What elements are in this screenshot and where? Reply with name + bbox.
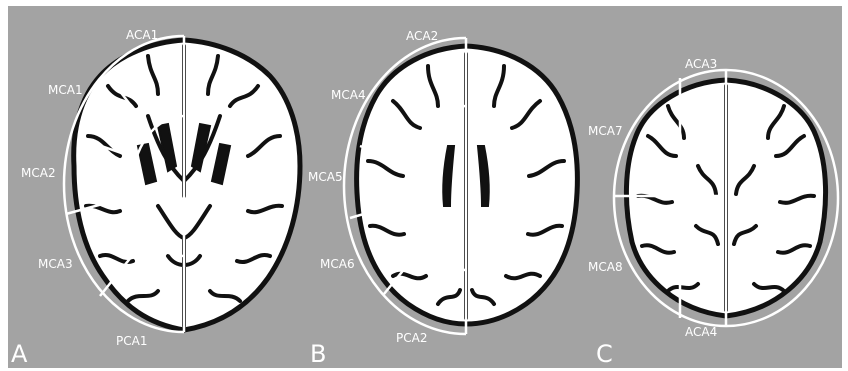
region-label-aca1: ACA1 [126,28,158,42]
panel-c: ACA3 MCA7 MCA8 ACA4 C [588,57,838,368]
region-label-mca5: MCA5 [308,170,343,184]
region-label-mca1: MCA1 [48,83,83,97]
panel-letter-a: A [11,340,28,368]
region-label-mca8: MCA8 [588,260,623,274]
region-label-aca4: ACA4 [685,325,717,339]
region-label-pca2: PCA2 [396,331,427,345]
region-label-aca2: ACA2 [406,29,438,43]
region-label-mca2: MCA2 [21,166,56,180]
region-label-mca7: MCA7 [588,124,623,138]
region-label-mca4: MCA4 [331,88,366,102]
figure-panel-group: ACA1 MCA1 MCA2 MCA3 PCA1 A ACA2 MCA4 MCA… [8,6,842,368]
region-label-mca3: MCA3 [38,257,73,271]
region-label-pca1: PCA1 [116,334,147,348]
panel-letter-b: B [310,340,326,368]
panel-b: ACA2 MCA4 MCA5 MCA6 PCA2 B [308,29,577,368]
region-label-aca3: ACA3 [685,57,717,71]
region-label-mca6: MCA6 [320,257,355,271]
brain-territory-diagram: ACA1 MCA1 MCA2 MCA3 PCA1 A ACA2 MCA4 MCA… [8,6,842,368]
panel-letter-c: C [596,340,613,368]
panel-a: ACA1 MCA1 MCA2 MCA3 PCA1 A [11,28,300,368]
